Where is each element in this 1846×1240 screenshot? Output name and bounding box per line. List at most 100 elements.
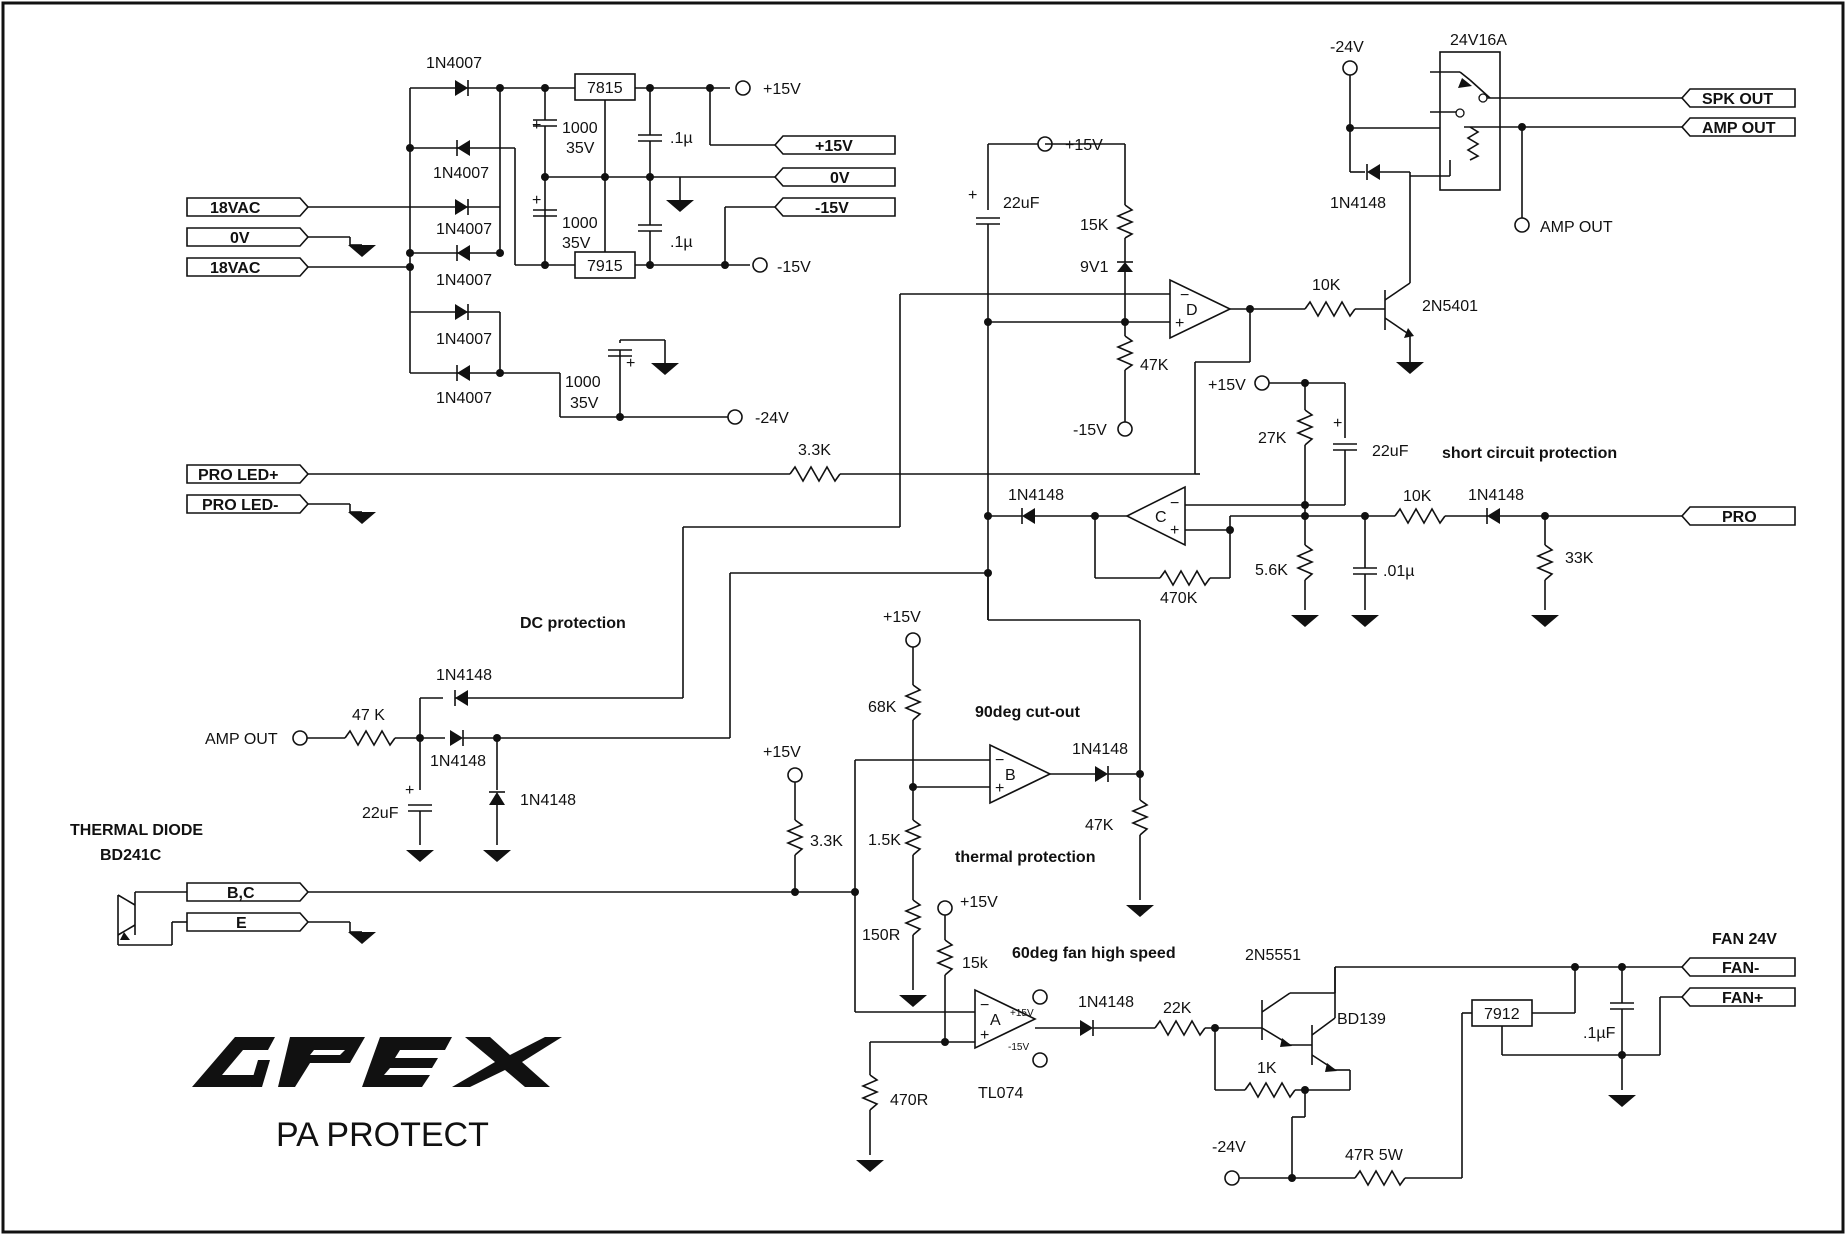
left-ports: 18VAC 0V 18VAC PRO LED+ PRO LED- B,C E bbox=[186, 197, 790, 944]
label-relay-minus24: -24V bbox=[1330, 39, 1364, 56]
port-spk-out bbox=[1680, 88, 1796, 108]
label-2n5401: 2N5401 bbox=[1422, 298, 1478, 315]
label-thermal-plus15: +15V bbox=[763, 744, 801, 761]
label-dc-cap: 22uF bbox=[362, 805, 399, 822]
label-c-cap22: 22uF bbox=[1372, 443, 1409, 460]
rail-minus24: -24V bbox=[755, 410, 789, 427]
fan-section: 60deg fan high speed +15V 15k −+ A +15V … bbox=[855, 894, 1796, 1187]
title-fan: 60deg fan high speed bbox=[1012, 945, 1176, 962]
svg-text:FAN-: FAN- bbox=[1722, 960, 1759, 977]
label-c3-val: 1000 bbox=[565, 374, 601, 391]
port-e bbox=[186, 912, 310, 932]
dc-comparator-section: +15V + 22uF 15K 9V1 47K -15V −+ D 10K bbox=[455, 32, 1796, 699]
label-q2: BD139 bbox=[1337, 1011, 1386, 1028]
label-r15k: 15K bbox=[1080, 217, 1109, 234]
label-q1: 2N5551 bbox=[1245, 947, 1301, 964]
svg-text:PRO: PRO bbox=[1722, 509, 1757, 526]
label-r27k: 27K bbox=[1258, 430, 1287, 447]
rail-minus15: -15V bbox=[777, 259, 811, 276]
port-pro-led-minus bbox=[186, 494, 310, 514]
label-dc-amp-out: AMP OUT bbox=[205, 731, 278, 748]
title-pa-protect: PA PROTECT bbox=[276, 1116, 489, 1154]
diode-d3-1n4007 bbox=[455, 199, 469, 215]
label-op-pp: +15V bbox=[1010, 1008, 1034, 1019]
port-minus15-out bbox=[773, 197, 896, 217]
thermal-section: 90deg cut-out thermal protection +15V 68… bbox=[70, 609, 1154, 1012]
port-fan-minus bbox=[1680, 957, 1796, 977]
label-dc-d1: 1N4148 bbox=[436, 667, 492, 684]
label-r10k-base: 10K bbox=[1312, 277, 1341, 294]
svg-text:D: D bbox=[1186, 302, 1198, 319]
label-relay-amp-out: AMP OUT bbox=[1540, 219, 1613, 236]
diode-d5-1n4007 bbox=[455, 304, 469, 320]
diode-d2-1n4007 bbox=[456, 140, 470, 156]
port-bc bbox=[186, 882, 310, 902]
label-r68k: 68K bbox=[868, 699, 897, 716]
svg-text:−: − bbox=[980, 997, 989, 1014]
label-cp2: .1µ bbox=[670, 234, 693, 251]
svg-text:AMP OUT: AMP OUT bbox=[1702, 120, 1776, 137]
regulator-7815 bbox=[574, 73, 636, 101]
label-c01: .01µ bbox=[1383, 563, 1414, 580]
label-dc-r47k: 47 K bbox=[352, 707, 385, 724]
label-r470k: 470K bbox=[1160, 590, 1198, 607]
svg-text:24V16A: 24V16A bbox=[1450, 32, 1507, 49]
port-fan-plus bbox=[1680, 987, 1796, 1007]
label-a-plus15: +15V bbox=[960, 894, 998, 911]
label-r1k: 1K bbox=[1257, 1060, 1277, 1077]
label-a-diode: 1N4148 bbox=[1078, 994, 1134, 1011]
label-r22k: 22K bbox=[1163, 1000, 1192, 1017]
title-dc-protection: DC protection bbox=[520, 615, 626, 632]
label-tl074: TL074 bbox=[978, 1085, 1023, 1102]
label-zener: 9V1 bbox=[1080, 259, 1109, 276]
title-cutout: 90deg cut-out bbox=[975, 704, 1081, 721]
label-c2-v: 35V bbox=[562, 235, 591, 252]
title-thermal: thermal protection bbox=[955, 849, 1095, 866]
svg-text:+: + bbox=[532, 192, 541, 209]
diode-d6-1n4007 bbox=[456, 365, 470, 381]
svg-text:PRO LED-: PRO LED- bbox=[202, 497, 278, 514]
label-r47k-d: 47K bbox=[1140, 357, 1169, 374]
label-d-plus15: +15V bbox=[1065, 137, 1103, 154]
svg-text:0V: 0V bbox=[830, 170, 850, 187]
label-fan-cap: .1µF bbox=[1583, 1025, 1616, 1042]
label-r-led: 3.3K bbox=[798, 442, 831, 459]
title-fan24: FAN 24V bbox=[1712, 931, 1777, 948]
port-pro bbox=[1680, 506, 1796, 526]
label-r56k: 5.6K bbox=[1255, 562, 1288, 579]
port-0v-in bbox=[186, 227, 310, 247]
label-r150: 150R bbox=[862, 927, 900, 944]
label-c-r10k: 10K bbox=[1403, 488, 1432, 505]
svg-text:18VAC: 18VAC bbox=[210, 200, 261, 217]
op-amp-d bbox=[1169, 278, 1232, 340]
svg-text:+: + bbox=[1175, 315, 1184, 332]
rail-ports: +15V 0V -15V bbox=[773, 135, 896, 217]
svg-text:+: + bbox=[532, 117, 541, 134]
svg-text:7915: 7915 bbox=[587, 258, 623, 275]
label-cp1: .1µ bbox=[670, 130, 693, 147]
power-supply-section: 1N4007 1N4007 1N4007 1N4007 1N4007 1N400… bbox=[308, 55, 811, 427]
label-c-diode-in: 1N4148 bbox=[1468, 487, 1524, 504]
svg-text:B: B bbox=[1005, 767, 1016, 784]
diode-d4-1n4007 bbox=[456, 245, 470, 261]
svg-text:+: + bbox=[1333, 415, 1342, 432]
svg-text:PRO LED+: PRO LED+ bbox=[198, 467, 278, 484]
label-d-minus15: -15V bbox=[1073, 422, 1107, 439]
port-pro-led-plus bbox=[186, 464, 310, 484]
svg-text:−: − bbox=[995, 752, 1004, 769]
svg-text:+: + bbox=[1170, 522, 1179, 539]
port-plus15-out bbox=[773, 135, 896, 155]
label-c-diode-out: 1N4148 bbox=[1008, 487, 1064, 504]
label-r15k: 1.5K bbox=[868, 832, 901, 849]
label-dc-d2: 1N4148 bbox=[430, 753, 486, 770]
svg-text:B,C: B,C bbox=[227, 885, 255, 902]
label-c1-v: 35V bbox=[566, 140, 595, 157]
label-r47r: 47R 5W bbox=[1345, 1147, 1404, 1164]
port-18vac-1 bbox=[186, 197, 310, 217]
label-b-diode: 1N4148 bbox=[1072, 741, 1128, 758]
svg-text:E: E bbox=[236, 915, 247, 932]
label-d-cap: 22uF bbox=[1003, 195, 1040, 212]
